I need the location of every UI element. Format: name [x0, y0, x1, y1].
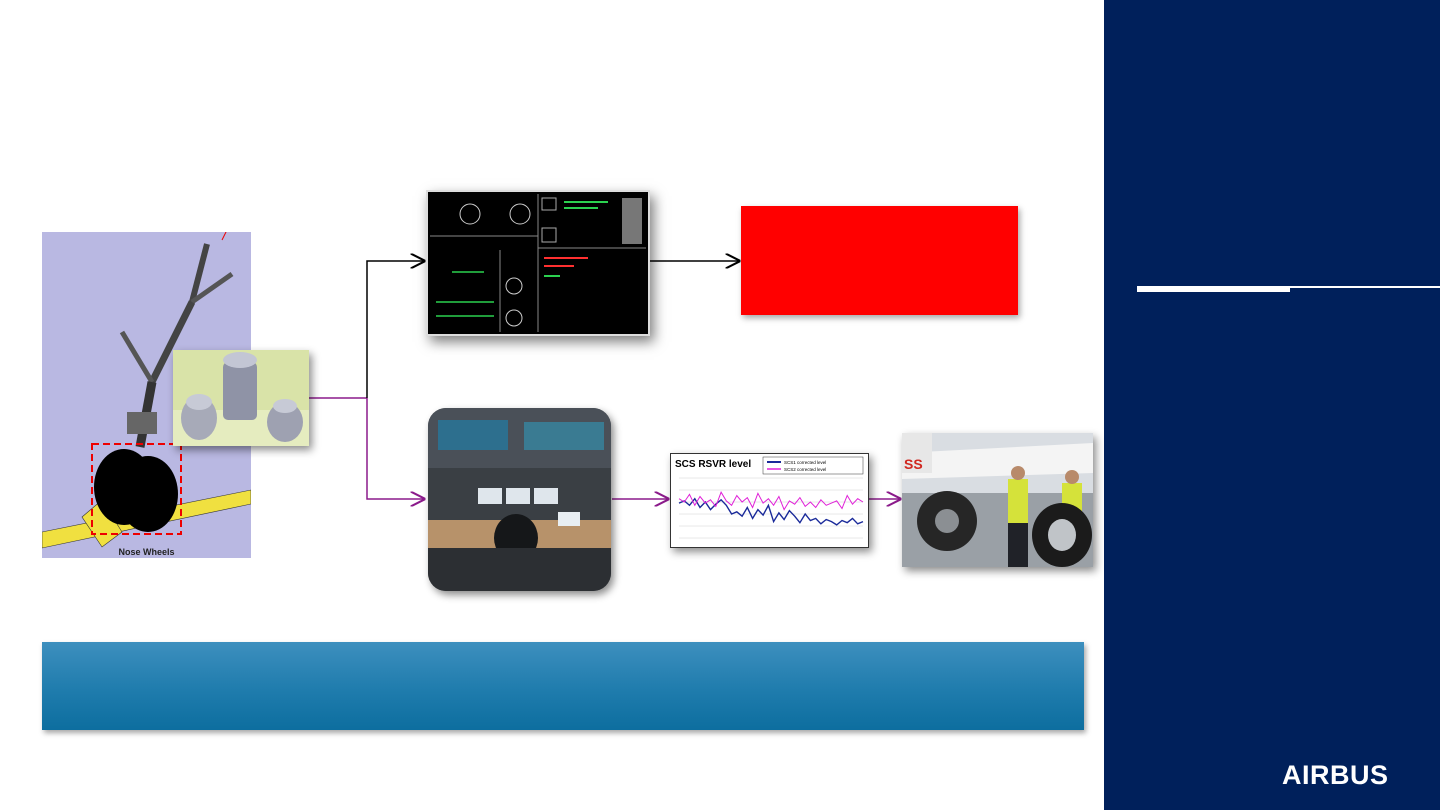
- rsvr-level-chart: SCS RSVR level SCS1 corrected level SCS2…: [670, 453, 869, 548]
- connector-to-control-room: [366, 398, 424, 499]
- sidebar-panel: [1104, 0, 1440, 810]
- sidebar-divider-thick: [1137, 286, 1290, 292]
- control-room-drawing: [428, 408, 611, 591]
- chart-legend-box: [762, 456, 864, 475]
- summary-banner: [42, 642, 1084, 730]
- airbus-logo: AIRBUS: [1282, 760, 1389, 790]
- sidebar-divider-thin: [1290, 286, 1440, 288]
- svg-text:SS: SS: [904, 456, 923, 472]
- chart-grid: [679, 477, 863, 539]
- series-line-1: [678, 497, 864, 526]
- warning-box: [741, 206, 1018, 315]
- mechanics-drawing: SS: [902, 433, 1093, 567]
- rsvr-chart-svg: SCS RSVR level SCS1 corrected level SCS2…: [675, 456, 864, 539]
- legend-label-scs2: SCS2 corrected level: [784, 467, 826, 472]
- ecam-display-screenshot: [426, 190, 650, 336]
- valve-drawing: [173, 352, 309, 446]
- nose-gear-drawing: [42, 232, 251, 549]
- gear-caption: Nose Wheels: [118, 547, 175, 557]
- control-room-photo: [428, 408, 611, 591]
- series-line-2: [678, 491, 864, 511]
- reservoir-valve-inset: [173, 350, 309, 446]
- legend-label-scs1: SCS1 corrected level: [784, 460, 826, 465]
- chart-title: SCS RSVR level: [675, 459, 751, 470]
- connector-to-ecam: [366, 261, 424, 398]
- ecam-drawing: [430, 194, 646, 332]
- mechanics-with-wheel-photo: SS: [902, 433, 1093, 567]
- connector-arrows: [309, 0, 1104, 640]
